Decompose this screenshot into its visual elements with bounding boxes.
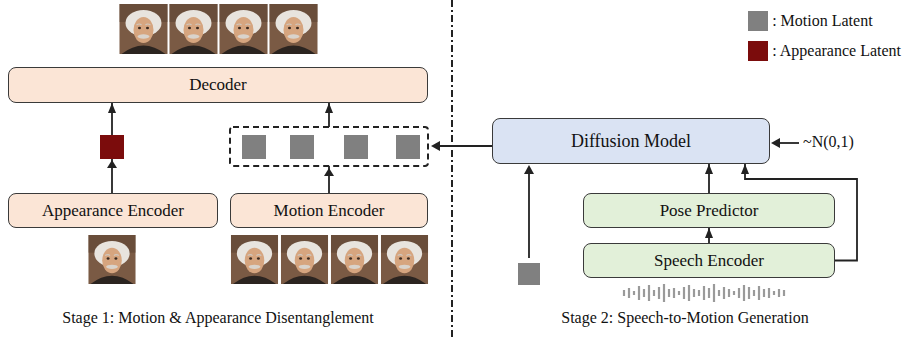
legend-text: : Motion Latent [772,12,872,30]
legend: : Motion Latent : Appearance Latent [748,6,901,66]
box-label: Appearance Encoder [42,201,184,221]
process-box: Appearance Encoder [8,193,218,228]
motion-latent-group [230,127,428,166]
box-label: Motion Encoder [274,201,385,221]
motion-latents [242,135,420,159]
process-box: Speech Encoder [583,243,835,278]
box-label: Speech Encoder [654,251,764,271]
flow-arrow [708,164,710,193]
diffusion-output-arrow [431,141,492,151]
source-image [88,235,135,284]
output-frames [120,4,318,54]
box-label: Diffusion Model [571,131,691,152]
speech-waveform [624,284,784,302]
legend-swatch [748,41,768,61]
stage-caption: Stage 2: Speech-to-Motion Generation [470,309,900,327]
stage-divider [451,0,453,337]
box-label: Pose Predictor [660,201,759,221]
legend-row: : Motion Latent [748,6,901,36]
process-box: Diffusion Model [492,118,770,164]
noise-arrow [771,138,799,148]
legend-row: : Appearance Latent [748,36,901,66]
driving-frames [231,235,428,284]
arrow-head [324,168,334,176]
process-box: Motion Encoder [230,193,428,228]
flow-arrow [708,228,710,243]
noise-label: ~N(0,1) [803,133,883,151]
motion-latent-input [518,165,540,285]
arrow-head [107,160,117,168]
process-box: Decoder [8,67,428,103]
legend-swatch [748,11,768,31]
appearance-latent [100,135,124,159]
stage-caption: Stage 1: Motion & Appearance Disentangle… [8,309,428,327]
box-label: Decoder [189,75,247,95]
legend-text: : Appearance Latent [772,42,901,60]
process-box: Pose Predictor [583,193,835,228]
